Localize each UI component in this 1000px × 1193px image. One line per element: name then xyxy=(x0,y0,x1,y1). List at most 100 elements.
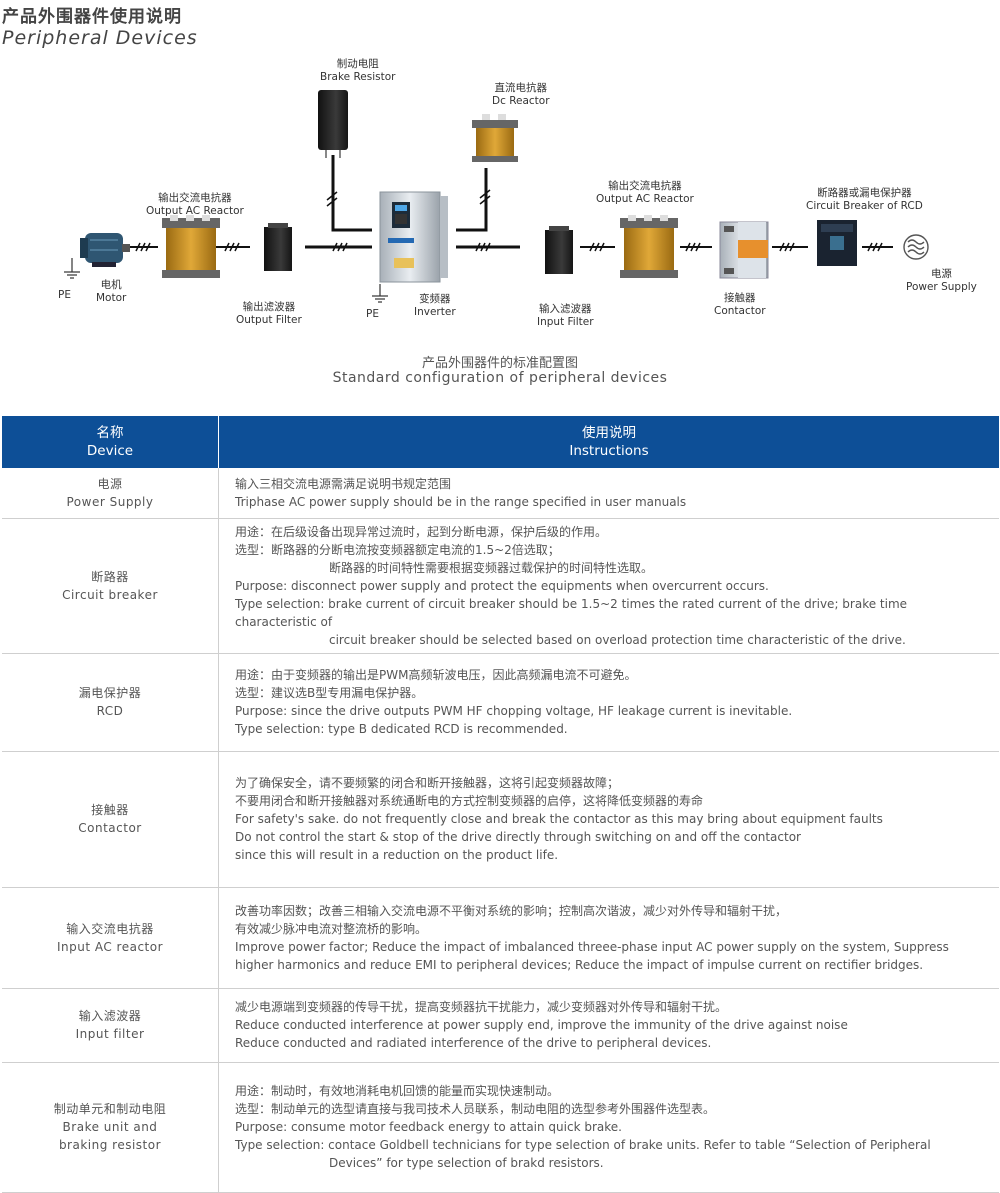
brake-resistor-icon xyxy=(318,90,348,158)
instruction-line: 选型：断路器的分断电流按变频器额定电流的1.5~2倍选取； xyxy=(235,542,560,557)
instruction-line: 选型：建议选B型专用漏电保护器。 xyxy=(235,686,424,700)
device-name-cell: 电源 Power Supply xyxy=(2,468,219,519)
input-filter-en: Input Filter xyxy=(537,316,594,328)
label-output-filter: 输出滤波器 Output Filter xyxy=(236,301,302,327)
instruction-line: Purpose: disconnect power supply and pro… xyxy=(235,578,769,593)
instruction-line: 用途：由于变频器的输出是PWM高频斩波电压，因此高频漏电流不可避免。 xyxy=(235,668,637,682)
label-power-supply: 电源 Power Supply xyxy=(906,268,977,294)
device-name-cn: 输入交流电抗器 xyxy=(66,921,154,936)
circuit-breaker-rcd-cn: 断路器或漏电保护器 xyxy=(817,187,912,199)
motor-cn: 电机 xyxy=(100,279,122,291)
instructions-cell: 改善功率因数；改善三相输入交流电源不平衡对系统的影响；控制高次谐波，减少对外传导… xyxy=(218,887,999,989)
peripheral-devices-table: 名称 Device 使用说明 Instructions 电源 Power Supp… xyxy=(2,416,999,1193)
label-input-filter: 输入滤波器 Input Filter xyxy=(537,303,594,329)
instructions-cell: 减少电源端到变频器的传导干扰，提高变频器抗干扰能力，减少变频器对外传导和辐射干扰… xyxy=(218,988,999,1063)
device-name-cn: 漏电保护器 xyxy=(78,686,142,700)
page-title-en: Peripheral Devices xyxy=(2,27,198,49)
page-title-cn: 产品外围器件使用说明 xyxy=(2,7,182,27)
device-name-en: RCD xyxy=(96,704,124,718)
label-output-ac-reactor-right: 输出交流电抗器 Output AC Reactor xyxy=(596,180,694,206)
device-name-cn: 断路器 xyxy=(91,569,129,584)
label-contactor: 接触器 Contactor xyxy=(714,292,766,318)
instruction-line: 断路器的时间特性需要根据变频器过载保护的时间特性选取。 xyxy=(329,560,654,575)
circuit-breaker-rcd-en: Circuit Breaker of RCD xyxy=(806,200,923,212)
device-name-cn: 电源 xyxy=(97,476,123,491)
header-device-cn: 名称 xyxy=(96,425,124,441)
power-supply-en: Power Supply xyxy=(906,281,977,293)
motor-icon xyxy=(80,233,130,267)
contactor-cn: 接触器 xyxy=(724,292,756,304)
inverter-cn: 变频器 xyxy=(419,293,451,305)
device-name-cn: 输入滤波器 xyxy=(78,1009,142,1023)
instruction-line: Do not control the start & stop of the d… xyxy=(235,830,801,844)
table-row: 输入交流电抗器 Input AC reactor 改善功率因数；改善三相输入交流电源… xyxy=(2,887,999,989)
instruction-line: Improve power factor; Reduce the impact … xyxy=(235,939,949,954)
ground-icon-inverter xyxy=(372,284,388,303)
reactor-icon-right xyxy=(620,215,678,278)
inverter-icon xyxy=(379,191,448,283)
dc-reactor-icon xyxy=(472,114,518,162)
phase-ticks xyxy=(135,242,883,252)
output-ac-reactor-right-en: Output AC Reactor xyxy=(596,193,694,205)
instruction-line: Type selection: contace Goldbell technic… xyxy=(235,1138,931,1152)
device-name-cell: 漏电保护器 RCD xyxy=(2,653,219,752)
input-filter-cn: 输入滤波器 xyxy=(539,303,592,315)
filter-icon-input xyxy=(545,226,573,274)
instruction-line: Reduce conducted interference at power s… xyxy=(235,1018,848,1032)
header-instructions: 使用说明 Instructions xyxy=(218,416,999,468)
table-row: 断路器 Circuit breaker 用途：在后级设备出现异常过流时，起到分断电源… xyxy=(2,518,999,654)
brake-resistor-cn: 制动电阻 xyxy=(336,58,379,70)
device-name-en: Brake unit and braking resistor xyxy=(58,1120,162,1152)
table-row: 漏电保护器 RCD 用途：由于变频器的输出是PWM高频斩波电压，因此高频漏电流不可避… xyxy=(2,653,999,752)
diagram-graphics xyxy=(64,90,929,303)
output-ac-reactor-left-en: Output AC Reactor xyxy=(146,205,244,217)
instruction-line: Devices” for type selection of brakd res… xyxy=(329,1156,604,1170)
circuit-breaker-icon xyxy=(817,220,857,266)
device-name-cn: 接触器 xyxy=(91,803,129,817)
instruction-line: Reduce conducted and radiated interferen… xyxy=(235,1036,712,1050)
device-name-cn: 制动单元和制动电阻 xyxy=(53,1102,167,1116)
label-pe-motor: PE xyxy=(58,289,71,301)
device-name-en: Circuit breaker xyxy=(62,587,158,602)
table-row: 制动单元和制动电阻 Brake unit and braking resistor… xyxy=(2,1062,999,1193)
reactor-icon-left xyxy=(162,215,220,278)
brake-resistor-wire xyxy=(326,155,372,232)
device-name-en: Power Supply xyxy=(66,494,154,509)
output-ac-reactor-left-cn: 输出交流电抗器 xyxy=(158,192,232,204)
power-supply-cn: 电源 xyxy=(930,268,952,280)
brake-resistor-en: Brake Resistor xyxy=(320,71,396,83)
filter-icon-output xyxy=(264,223,292,271)
dc-reactor-cn: 直流电抗器 xyxy=(494,82,548,94)
table-header-row: 名称 Device 使用说明 Instructions xyxy=(2,416,999,468)
header-instructions-cn: 使用说明 xyxy=(582,425,636,441)
contactor-en: Contactor xyxy=(714,305,766,317)
diagram-caption-en: Standard configuration of peripheral dev… xyxy=(332,370,668,386)
instruction-line: Type selection: type B dedicated RCD is … xyxy=(235,722,568,736)
instruction-line: higher harmonics and reduce EMI to perip… xyxy=(235,957,924,972)
instruction-line: For safety's sake. do not frequently clo… xyxy=(235,812,883,826)
instruction-line: since this will result in a reduction on… xyxy=(235,848,559,862)
label-brake-resistor: 制动电阻 Brake Resistor xyxy=(320,58,395,84)
output-filter-cn: 输出滤波器 xyxy=(242,301,296,313)
header-instructions-en: Instructions xyxy=(569,443,649,459)
device-name-en: Input AC reactor xyxy=(56,939,164,954)
instruction-line: Type selection: brake current of circuit… xyxy=(235,596,908,629)
label-motor: 电机 Motor xyxy=(96,279,126,305)
instruction-line: 改善功率因数；改善三相输入交流电源不平衡对系统的影响；控制高次谐波，减少对外传导… xyxy=(235,903,788,918)
instruction-line: 选型：制动单元的选型请直接与我司技术人员联系，制动电阻的选型参考外围器件选型表。 xyxy=(235,1102,716,1116)
instructions-cell: 用途：在后级设备出现异常过流时，起到分断电源，保护后级的作用。选型：断路器的分断… xyxy=(218,518,999,654)
instruction-line: Triphase AC power supply should be in th… xyxy=(235,494,687,509)
instruction-line: circuit breaker should be selected based… xyxy=(329,632,906,647)
header-device-en: Device xyxy=(86,443,134,459)
motor-en: Motor xyxy=(96,292,127,304)
output-filter-en: Output Filter xyxy=(236,314,302,326)
label-output-ac-reactor-left: 输出交流电抗器 Output AC Reactor xyxy=(146,192,244,218)
instruction-line: Purpose: since the drive outputs PWM HF … xyxy=(235,704,793,718)
device-name-cell: 输入交流电抗器 Input AC reactor xyxy=(2,887,219,989)
